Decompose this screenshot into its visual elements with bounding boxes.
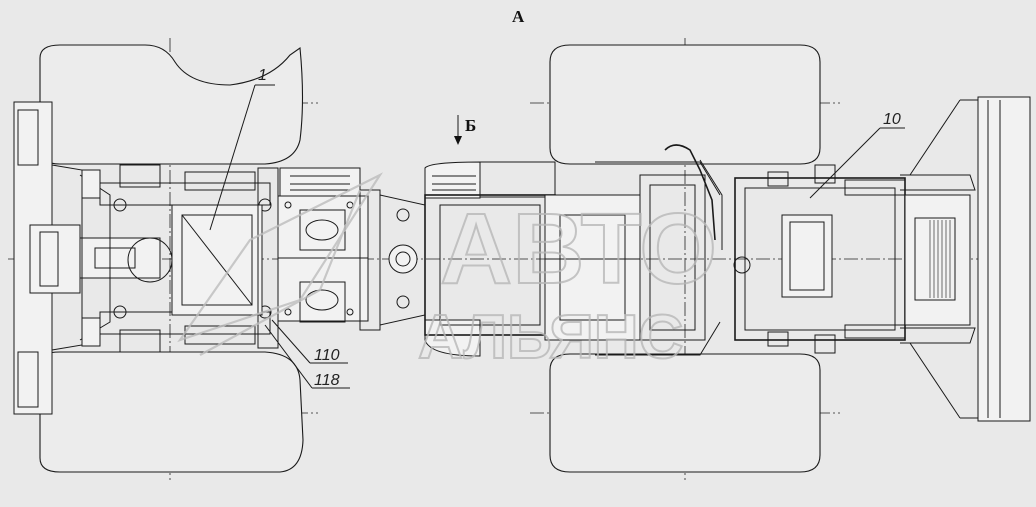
callout-10: 10 [883, 111, 901, 128]
callout-110: 110 [314, 347, 340, 364]
direction-arrow [454, 115, 462, 145]
watermark-logo-shape [177, 172, 384, 343]
direction-label: Б [465, 116, 476, 135]
rear-frame [171, 167, 381, 349]
front-end [900, 174, 976, 344]
front-right-tire [549, 353, 821, 473]
watermark: АВТО АЛЬЯНС [177, 172, 718, 373]
dozer-blade [909, 96, 1031, 422]
view-label: А [512, 7, 525, 26]
callout-1: 1 [258, 67, 267, 84]
watermark-logo-stroke [199, 189, 362, 356]
callout-118: 118 [314, 372, 340, 389]
watermark-line-1: АВТО [440, 193, 717, 305]
leader-lines [209, 84, 905, 389]
front-frame [424, 144, 751, 357]
front-left-tire [549, 44, 821, 165]
rear-right-tire [39, 351, 304, 473]
watermark-line-2: АЛЬЯНС [418, 303, 683, 372]
rear-axle-assembly [13, 101, 272, 415]
rear-left-tire [39, 44, 304, 165]
cab [734, 164, 906, 354]
